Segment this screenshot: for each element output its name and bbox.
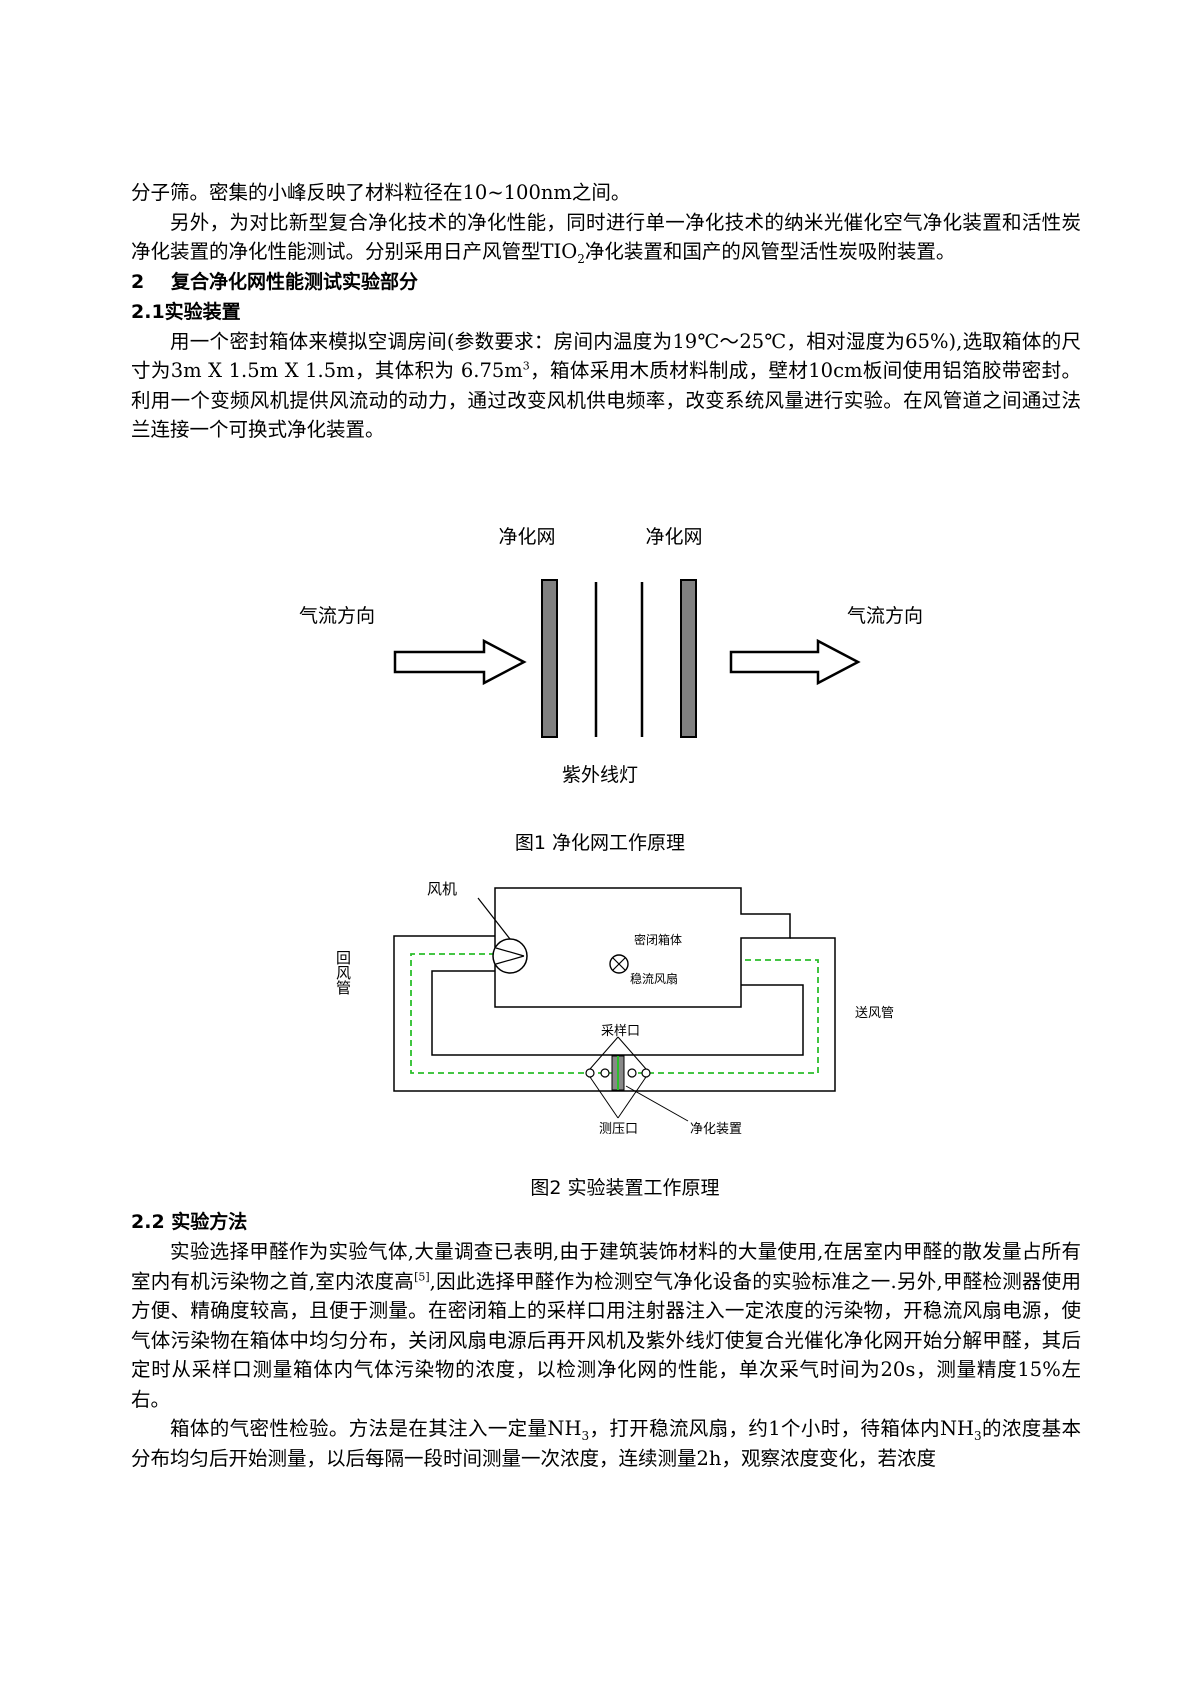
label-airflow-in: 气流方向 [299, 605, 375, 627]
paragraph-apparatus-text-a: 用一个密封箱体来模拟空调房间(参数要求：房间内温度为19℃～25℃，相对湿度为6… [131, 329, 1081, 383]
paragraph-comparison: 另外，为对比新型复合净化技术的净化性能，同时进行单一净化技术的纳米光催化空气净化… [131, 208, 1081, 267]
paragraph-airtightness-text-a: 箱体的气密性检验。方法是在其注入一定量NH [170, 1417, 582, 1440]
tio2-formula: TIO [540, 240, 578, 263]
arrow-in-shape [393, 638, 527, 686]
net-panel-right [680, 579, 697, 738]
nh3-subscript-1: 3 [581, 1428, 590, 1443]
label-net-2: 净化网 [645, 526, 702, 548]
duct-inner [431, 970, 804, 1056]
section-number: 2 [131, 270, 145, 293]
label-supply-duct: 送风管 [855, 1006, 894, 1021]
paragraph-method-text-b: ,因此选择甲醛作为检测空气净化设备的实验标准之一.另外,甲醛检测器使用方便、精确… [131, 1269, 1081, 1411]
paragraph-method: 实验选择甲醛作为实验气体,大量调查已表明,由于建筑装饰材料的大量使用,在居室内甲… [131, 1237, 1081, 1414]
top-text-block: 分子筛。密集的小峰反映了材料粒径在10~100nm之间。 另外，为对比新型复合净… [131, 178, 1081, 445]
label-stir-fan: 稳流风扇 [630, 971, 678, 986]
paragraph-airtightness-text-b: ，打开稳流风扇，约1个小时，待箱体内NH [589, 1417, 975, 1440]
paragraph-method-text-a: 实验选择甲醛作为实验气体,大量调查已表明,由于建筑装饰材料的大量使用,在居室内甲… [131, 1240, 1081, 1293]
subsection-heading-2-1: 2.1实验装置 [131, 300, 241, 323]
nh3-subscript-2: 3 [974, 1428, 982, 1443]
label-uv-lamp: 紫外线灯 [562, 764, 638, 786]
paragraph-apparatus-text-b: ，箱体采用木质材料制成，壁材10cm板间使用铝箔胶带密封。利用一个变频风机提供风… [131, 359, 1081, 441]
label-purifier: 净化装置 [690, 1122, 742, 1137]
port-icon [585, 1068, 595, 1078]
label-net-1: 净化网 [498, 526, 555, 548]
paragraph-airtightness: 箱体的气密性检验。方法是在其注入一定量NH3，打开稳流风扇，约1个小时，待箱体内… [131, 1414, 1081, 1473]
label-fan: 风机 [427, 880, 457, 898]
figure-1-caption: 图1 净化网工作原理 [515, 832, 685, 854]
subsection-heading-2-2: 2.2 实验方法 [131, 1211, 248, 1233]
sealed-box [494, 887, 791, 1008]
figure-2-caption: 图2 实验装置工作原理 [530, 1177, 719, 1199]
section-heading-2: 2 复合净化网性能测试实验部分 [131, 267, 1081, 297]
section-title: 复合净化网性能测试实验部分 [171, 270, 419, 293]
port-icon [600, 1068, 610, 1078]
port-icon [641, 1068, 651, 1078]
label-pressure-port: 测压口 [599, 1122, 638, 1137]
duct-outer [393, 935, 836, 1092]
port-icon [627, 1068, 637, 1078]
reference-5: [5] [414, 1270, 430, 1283]
tio2-subscript: 2 [577, 251, 585, 266]
paragraph-airtightness-text-c: 的浓度基本分布均匀后开始测量，以后每隔一段时间测量一次浓度，连续测量2h，观察浓… [131, 1417, 1081, 1470]
paragraph-apparatus: 用一个密封箱体来模拟空调房间(参数要求：房间内温度为19℃～25℃，相对湿度为6… [131, 327, 1081, 445]
label-sealed-box: 密闭箱体 [634, 932, 682, 947]
paragraph-comparison-text-c: 净化装置和国产的风管型活性炭吸附装置。 [584, 240, 956, 263]
figure-2-diagram [393, 887, 836, 1122]
net-panel-left [541, 579, 558, 738]
label-return-duct: 回风管 [334, 950, 352, 995]
bottom-text-block: 2.2 实验方法 实验选择甲醛作为实验气体,大量调查已表明,由于建筑装饰材料的大… [131, 1207, 1081, 1473]
paragraph-comparison-text-a: 另外，为对比新型复合净化技术的净化性能，同时进行单一净化技术的纳米光催化空气净化… [131, 210, 1081, 264]
arrow-out-shape [729, 638, 861, 686]
label-airflow-out: 气流方向 [847, 605, 923, 627]
airflow-path [410, 953, 819, 1074]
cubic-superscript: 3 [522, 359, 530, 373]
label-sample-port: 采样口 [601, 1024, 640, 1039]
paragraph-continuation: 分子筛。密集的小峰反映了材料粒径在10~100nm之间。 [131, 181, 631, 204]
fan-leader [477, 897, 511, 940]
